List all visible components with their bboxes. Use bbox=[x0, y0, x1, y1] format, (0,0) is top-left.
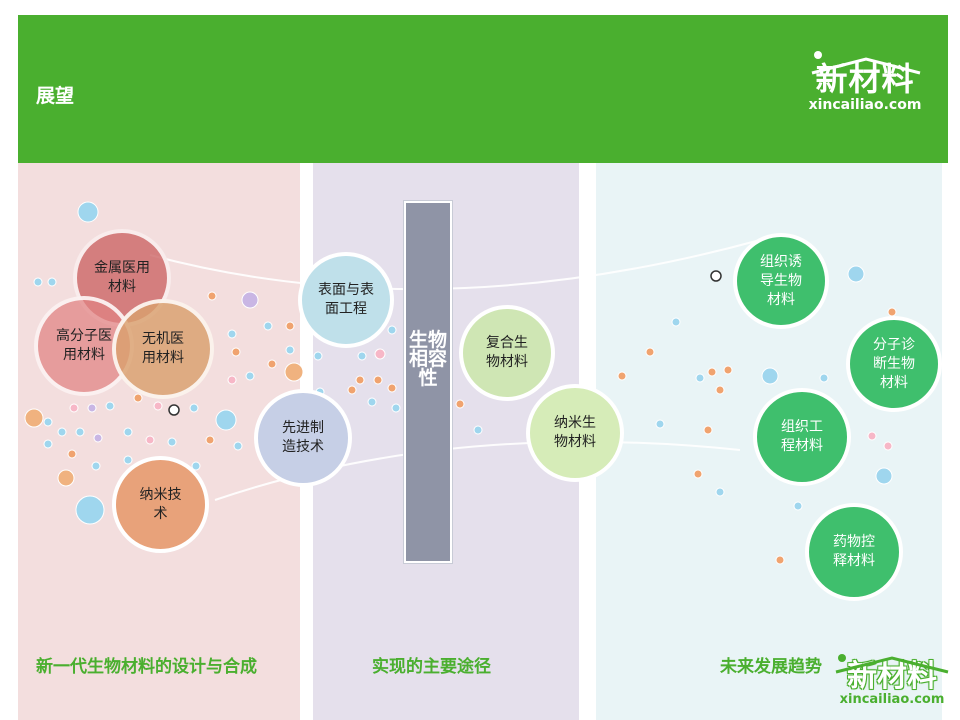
node-nano-biomaterials: 纳米生 物材料 bbox=[526, 384, 624, 482]
node-molecular-diagnostic-biomaterials: 分子诊 断生物 材料 bbox=[846, 316, 942, 412]
brand-logo-small: 新材料 xincailiao.com bbox=[830, 652, 954, 718]
label-future-trends: 未来发展趋势 bbox=[720, 657, 822, 677]
page-title: 展望 bbox=[36, 85, 75, 107]
node-composite-biomaterials: 复合生 物材料 bbox=[459, 305, 555, 401]
brand-logo: 新材料 xincailiao.com bbox=[790, 45, 940, 135]
node-inorganic-medical-materials: 无机医 用材料 bbox=[112, 299, 214, 399]
logo-small-text-en: xincailiao.com bbox=[839, 692, 945, 707]
node-tissue-engineering-materials: 组织工 程材料 bbox=[753, 388, 851, 486]
center-bar-biocompatibility: 生物相容性 bbox=[404, 201, 452, 563]
center-bar-label: 生物相容性 bbox=[408, 329, 447, 389]
label-main-approaches: 实现的主要途径 bbox=[372, 657, 491, 677]
header-banner: 展望 新材料 xincailiao.com bbox=[18, 15, 948, 163]
node-surface-engineering: 表面与表 面工程 bbox=[298, 252, 394, 348]
roof-logo-icon bbox=[811, 51, 921, 75]
node-tissue-inducing-biomaterials: 组织诱 导生物 材料 bbox=[733, 233, 829, 329]
node-advanced-manufacturing: 先进制 造技术 bbox=[254, 389, 352, 487]
node-nanotechnology: 纳米技 术 bbox=[112, 456, 209, 553]
node-drug-release-materials: 药物控 释材料 bbox=[805, 503, 903, 601]
logo-text-en: xincailiao.com bbox=[808, 97, 922, 113]
roof-logo-small-icon bbox=[835, 654, 949, 674]
label-design-synthesis: 新一代生物材料的设计与合成 bbox=[36, 657, 257, 677]
